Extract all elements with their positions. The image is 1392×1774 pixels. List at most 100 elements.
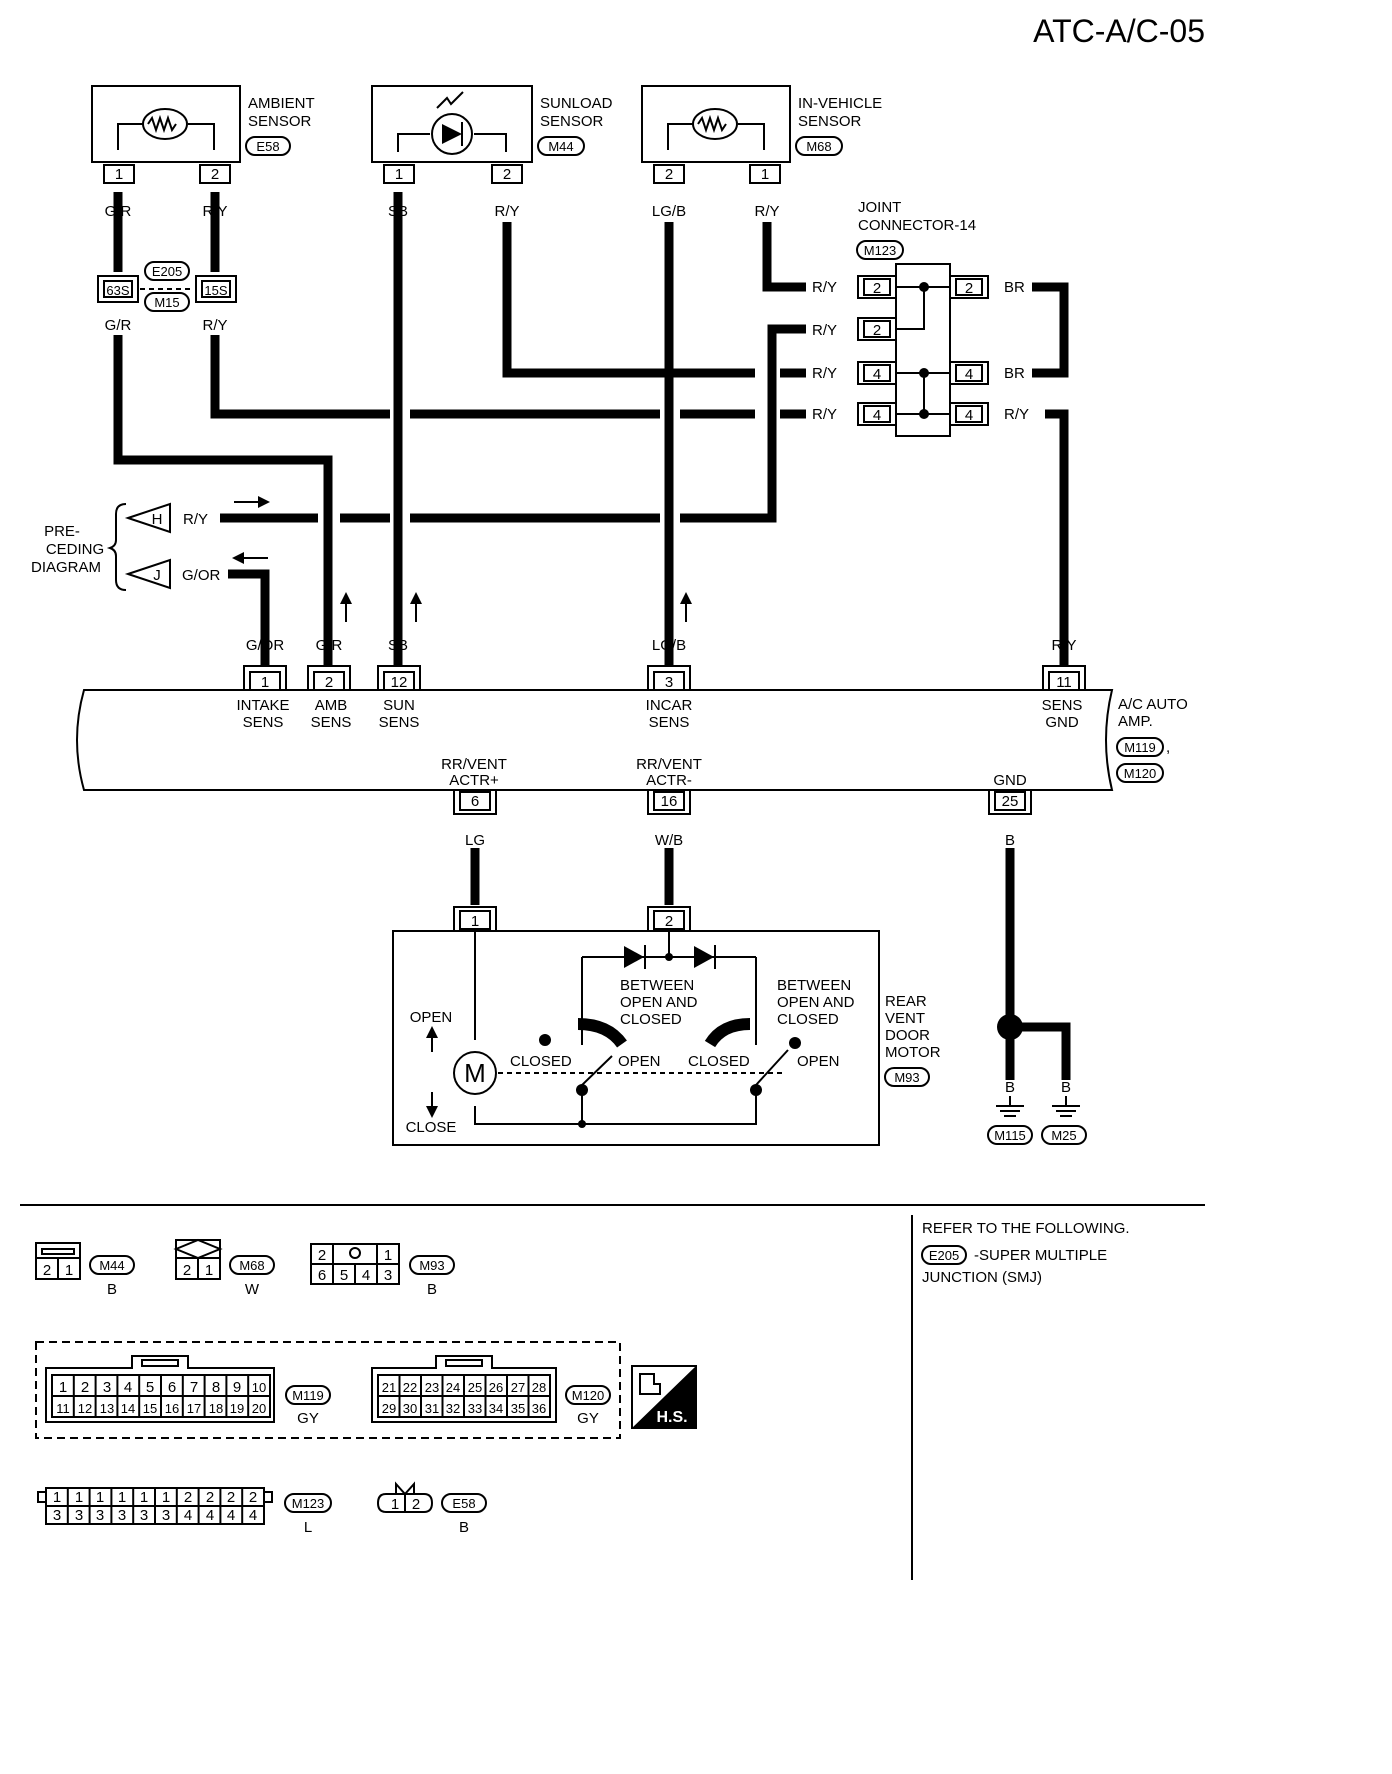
connector-j-icon [124,558,171,590]
svg-text:1: 1 [384,1247,392,1264]
svg-text:M123: M123 [292,1496,325,1511]
connector-m68-label: M68 [806,139,831,154]
svg-text:R/Y: R/Y [183,511,208,528]
svg-text:21: 21 [382,1380,396,1395]
svg-text:4: 4 [965,366,973,383]
wiring-diagram: ATC-A/C-05 1 2 AMBIENT SENSOR E58 1 2 SU… [20,13,1205,1580]
svg-text:RR/VENT: RR/VENT [441,756,507,773]
svg-text:32: 32 [446,1401,460,1416]
svg-text:1: 1 [115,166,123,183]
svg-text:CLOSED: CLOSED [510,1053,572,1070]
svg-text:2: 2 [873,322,881,339]
svg-text:B: B [1061,1079,1071,1096]
svg-text:3: 3 [665,674,673,691]
svg-text:M15: M15 [154,295,179,310]
svg-text:SENS: SENS [1042,697,1083,714]
svg-text:B: B [1005,1079,1015,1096]
sunload-sensor-label: SUNLOAD [540,95,613,112]
svg-text:LG/B: LG/B [652,203,686,220]
svg-text:1: 1 [59,1379,67,1396]
svg-text:CLOSED: CLOSED [777,1011,839,1028]
svg-text:2: 2 [249,1489,257,1506]
svg-text:2: 2 [318,1247,326,1264]
svg-text:VENT: VENT [885,1010,925,1027]
svg-text:7: 7 [190,1379,198,1396]
svg-text:CLOSED: CLOSED [620,1011,682,1028]
svg-text:2: 2 [665,166,673,183]
svg-text:1: 1 [205,1262,213,1279]
svg-text:H.S.: H.S. [656,1409,687,1426]
motor-icon [453,1051,497,1095]
ground-icon [1052,1096,1080,1117]
grounds: B B M115 M25 [987,1079,1087,1145]
svg-text:INCAR: INCAR [646,697,693,714]
svg-text:2: 2 [665,913,673,930]
page-code: ATC-A/C-05 [1033,13,1205,49]
svg-text:M120: M120 [572,1388,605,1403]
svg-text:2: 2 [325,674,333,691]
svg-text:12: 12 [78,1401,92,1416]
smj-connector: 63S 15S E205 M15 [97,261,237,312]
photodiode-icon [442,124,462,144]
sunload-sensor: 1 2 SUNLOAD SENSOR M44 [371,85,613,184]
svg-text:1: 1 [471,913,479,930]
svg-text:29: 29 [382,1401,396,1416]
svg-text:LG: LG [465,832,485,849]
svg-text:SENS: SENS [379,714,420,731]
svg-text:DOOR: DOOR [885,1027,930,1044]
svg-text:20: 20 [252,1401,266,1416]
svg-text:13: 13 [100,1401,114,1416]
svg-text:INTAKE: INTAKE [236,697,289,714]
svg-text:BETWEEN: BETWEEN [620,977,694,994]
svg-text:CLOSE: CLOSE [406,1119,457,1136]
svg-text:PRE-: PRE- [44,523,80,540]
svg-text:2: 2 [965,280,973,297]
svg-text:G/OR: G/OR [182,567,221,584]
svg-text:15: 15 [143,1401,157,1416]
svg-text:16: 16 [661,793,678,810]
svg-text:SENSOR: SENSOR [248,113,312,130]
svg-text:BETWEEN: BETWEEN [777,977,851,994]
svg-text:SENSOR: SENSOR [540,113,604,130]
svg-text:2: 2 [184,1489,192,1506]
svg-text:8: 8 [212,1379,220,1396]
thermistor-icon [697,114,727,134]
svg-text:4: 4 [249,1507,257,1524]
svg-text:31: 31 [425,1401,439,1416]
connector-view-e58: 1 2 E58 B [376,1481,487,1536]
svg-text:GY: GY [577,1410,599,1427]
svg-text:4: 4 [873,407,881,424]
svg-text:M123: M123 [864,243,897,258]
harness-side-icon: H.S. [631,1365,697,1429]
svg-text:2: 2 [43,1262,51,1279]
svg-text:3: 3 [75,1507,83,1524]
svg-text:M68: M68 [239,1258,264,1273]
svg-text:5: 5 [340,1267,348,1284]
svg-text:L: L [304,1519,312,1536]
svg-text:1: 1 [162,1489,170,1506]
joint-connector-14: JOINT CONNECTOR-14 M123 2 2 4 4 2 4 4 [856,199,989,437]
svg-text:4: 4 [873,366,881,383]
svg-text:6: 6 [318,1267,326,1284]
svg-text:GND: GND [993,772,1027,789]
svg-text:30: 30 [403,1401,417,1416]
svg-text:B: B [459,1519,469,1536]
svg-text:2: 2 [81,1379,89,1396]
svg-text:28: 28 [532,1380,546,1395]
svg-text:4: 4 [362,1267,370,1284]
ambient-sensor-label: AMBIENT [248,95,315,112]
svg-text:M25: M25 [1051,1128,1076,1143]
svg-text:18: 18 [209,1401,223,1416]
svg-text:JUNCTION (SMJ): JUNCTION (SMJ) [922,1269,1042,1286]
svg-text:G/R: G/R [316,637,343,654]
svg-text:2: 2 [412,1496,420,1513]
svg-text:ACTR+: ACTR+ [449,772,499,789]
svg-text:E205: E205 [152,264,182,279]
svg-text:5: 5 [146,1379,154,1396]
svg-text:E58: E58 [452,1496,475,1511]
svg-text:3: 3 [140,1507,148,1524]
svg-text:27: 27 [511,1380,525,1395]
svg-text:GND: GND [1045,714,1079,731]
svg-text:12: 12 [391,674,408,691]
svg-text:M93: M93 [894,1070,919,1085]
